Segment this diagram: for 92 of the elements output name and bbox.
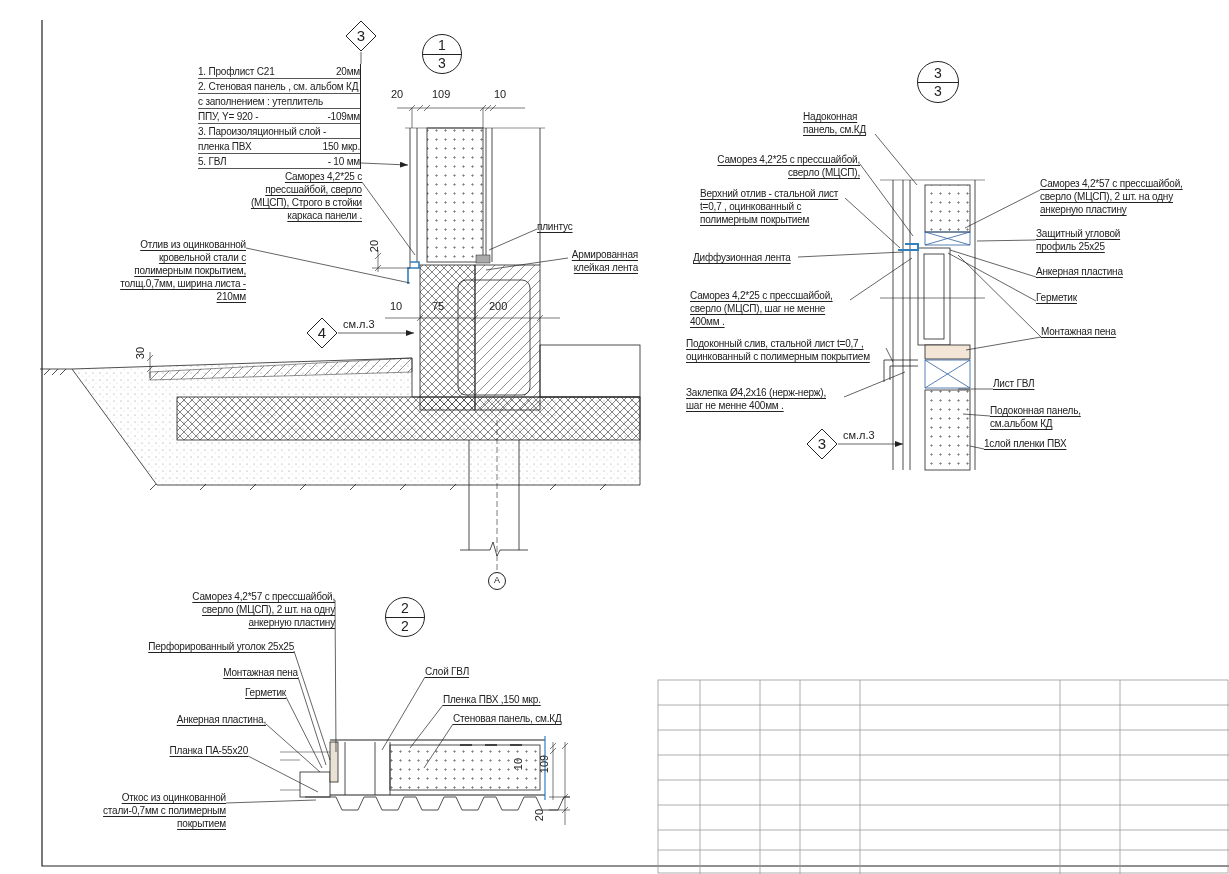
callout-text: Монтажная пена [1041, 325, 1136, 338]
leader-line [969, 445, 985, 450]
reference-diamond: 3 [806, 428, 838, 460]
dimension-value: 109 [538, 754, 551, 774]
leader-line [859, 163, 914, 237]
layer-spec-text: 1. Профлист С21 [198, 65, 275, 78]
callout-text: Стеновая панель, см.КД [453, 712, 578, 725]
leader-line [225, 799, 317, 804]
leader-line [245, 247, 411, 284]
layer-spec-text: 2. Стеновая панель , см. альбом КД [198, 80, 359, 93]
section-bubble: 2 2 [385, 597, 425, 637]
section-bubble: 3 3 [917, 61, 959, 103]
callout-text: Диффузионная лента [693, 251, 798, 264]
dimension-value: 10 [390, 300, 403, 312]
leader-line [293, 650, 331, 761]
layer-spec-text: 150 мкр. [322, 140, 360, 153]
reference-diamond: 3 [345, 20, 377, 52]
leader-line [285, 696, 323, 769]
dimension-value: 200 [489, 300, 508, 312]
dimension-value: 109 [432, 88, 451, 100]
leader-line [964, 189, 1041, 229]
leader-line [485, 257, 569, 271]
leader-line [381, 676, 426, 751]
callout-text: Подоконная панель, см.альбом КД [990, 404, 1088, 430]
edge-label: см.л.3 [342, 318, 376, 330]
axis-bubble: А [488, 572, 506, 590]
callout-text: Герметик [186, 686, 286, 699]
callout-text: Подоконный слив, стальной лист t=0,7 , оцинкованный с полимерным покрытием [686, 337, 886, 363]
dimension-value: 30 [134, 346, 147, 360]
leader-line [265, 723, 321, 773]
section-bubble: 1 3 [422, 34, 462, 74]
leader-line [949, 249, 1037, 278]
callout-text: Анкерная пластина [1036, 265, 1136, 278]
dimension-value: 10 [512, 757, 525, 771]
callout-text: Пленка ПВХ ,150 мкр. [443, 693, 543, 706]
callout-text: 1слой пленки ПВХ [984, 437, 1079, 450]
callout-text: Монтажная пена [206, 666, 298, 679]
leader-line [976, 239, 1037, 242]
leader-line [957, 388, 994, 390]
callout-text: Саморез 4,2*25 с прессшайбой, сверло (МЦСП), Строго в стойки каркаса панели . [240, 170, 362, 222]
leader-line [360, 51, 362, 65]
layer-spec-text: 3. Пароизоляционный слой - [198, 125, 327, 138]
leader-line [334, 599, 337, 753]
callout-text: Откос из оцинкованной стали-0,7мм с полимерным покрытием [92, 791, 226, 830]
callout-text: плинтус [537, 220, 579, 233]
callout-text: Отлив из оцинкованной кровельной стали с полимерным покрытием, толщ.0,7мм, ширина листа - 210мм [112, 238, 246, 303]
dimension-value: 75 [432, 300, 445, 312]
callout-text: Саморез 4,2*25 с прессшайбой, сверло (МЦСП), [697, 153, 860, 179]
callout-text: Планка ПА-55х20 [118, 744, 248, 757]
layer-spec-text: ППУ, Y= 920 - [198, 110, 259, 123]
callout-text: Заклепка Ø4,2x16 (нерж-нерж), шаг не менне 400мм . [686, 386, 844, 412]
layer-spec-text: с заполнением : утеплитель [198, 95, 323, 108]
leader-line [874, 133, 918, 186]
layer-spec-text: -109мм [327, 110, 360, 123]
foundation-section-drawing [39, 127, 641, 573]
callout-text: Саморез 4,2*57 с прессшайбой, сверло (МЦСП), 2 шт. на одну анкерную пластину [170, 590, 335, 629]
leader-line [361, 181, 416, 256]
callout-text: Перфорированный уголок 25x25 [132, 640, 294, 653]
leader-line [843, 371, 906, 398]
leader-line [965, 336, 1042, 351]
layer-spec-text: пленка ПВХ [198, 140, 252, 153]
callout-text: Саморез 4,2*57 с прессшайбой, сверло (МЦСП), 2 шт. на одну анкерную пластину [1040, 177, 1210, 216]
callout-text: Анкерная пластина, [166, 713, 266, 726]
layer-spec-text: 5. ГВЛ [198, 155, 227, 168]
leader-line [962, 413, 991, 417]
window-section-drawing [879, 179, 986, 471]
callout-text: Слой ГВЛ [425, 665, 477, 678]
leader-line [849, 257, 913, 301]
callout-text: Верхний отлив - стальной лист t=0,7 , оцинкованный с полимерным покрытием [700, 187, 845, 226]
dimension-value: 10 [494, 88, 507, 100]
leader-line [957, 254, 1042, 338]
callout-text: Армированная клейкая лента [568, 248, 638, 274]
layer-spec-text: - 10 мм [327, 155, 360, 168]
leader-line [885, 347, 894, 363]
dimension-value: 20 [533, 808, 546, 822]
leader-line [297, 676, 327, 766]
callout-text: Саморез 4,2*25 с прессшайбой, сверло (МЦСП), шаг не менне 400мм . [690, 289, 850, 328]
leader-line [797, 251, 904, 258]
leader-line [247, 755, 319, 793]
callout-text: Надоконная панель, см.КД [803, 110, 875, 136]
edge-label: см.л.3 [842, 429, 876, 441]
leader-line [844, 197, 901, 249]
dimension-value: 20 [391, 88, 404, 100]
leader-line [488, 228, 538, 251]
callout-text: Лист ГВЛ [993, 377, 1043, 390]
dimension-value: 20 [368, 239, 381, 253]
leader-line [423, 723, 454, 769]
callout-text: Герметик [1036, 291, 1136, 304]
leader-line [947, 252, 1037, 302]
callout-text: Защитный угловой профиль 25x25 [1036, 227, 1156, 253]
leader-line [409, 704, 444, 749]
layer-spec-text: 20мм [335, 65, 360, 78]
